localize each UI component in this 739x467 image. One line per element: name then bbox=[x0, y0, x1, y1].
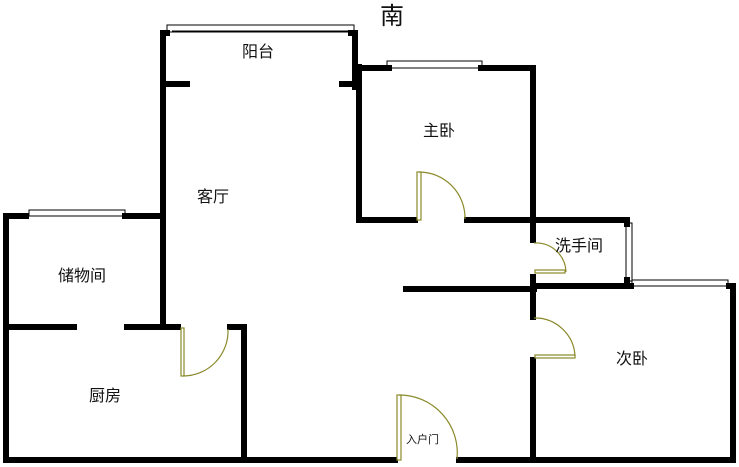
room-label-master-bedroom: 主卧 bbox=[423, 121, 456, 140]
room-label-balcony: 阳台 bbox=[242, 42, 275, 61]
window-bathroom bbox=[625, 222, 633, 282]
door-second-bedroom bbox=[533, 317, 576, 359]
room-label-living-room: 客厅 bbox=[197, 187, 230, 206]
window-second-bedroom bbox=[631, 279, 729, 287]
door-entrance bbox=[396, 394, 458, 461]
walls bbox=[3, 30, 736, 463]
room-label-bathroom: 洗手间 bbox=[555, 236, 604, 255]
door-bathroom bbox=[533, 242, 567, 274]
room-label-kitchen: 厨房 bbox=[89, 386, 122, 405]
room-label-storage: 储物间 bbox=[58, 266, 107, 285]
window-balcony bbox=[166, 24, 355, 33]
door-kitchen bbox=[180, 327, 229, 377]
entrance-door-label: 入户门 bbox=[406, 433, 439, 446]
window-master-bedroom bbox=[386, 60, 483, 69]
window-storage bbox=[28, 209, 126, 217]
compass-south-label: 南 bbox=[380, 2, 404, 30]
door-master-bedroom bbox=[416, 171, 466, 221]
room-label-second-bedroom: 次卧 bbox=[616, 349, 649, 368]
